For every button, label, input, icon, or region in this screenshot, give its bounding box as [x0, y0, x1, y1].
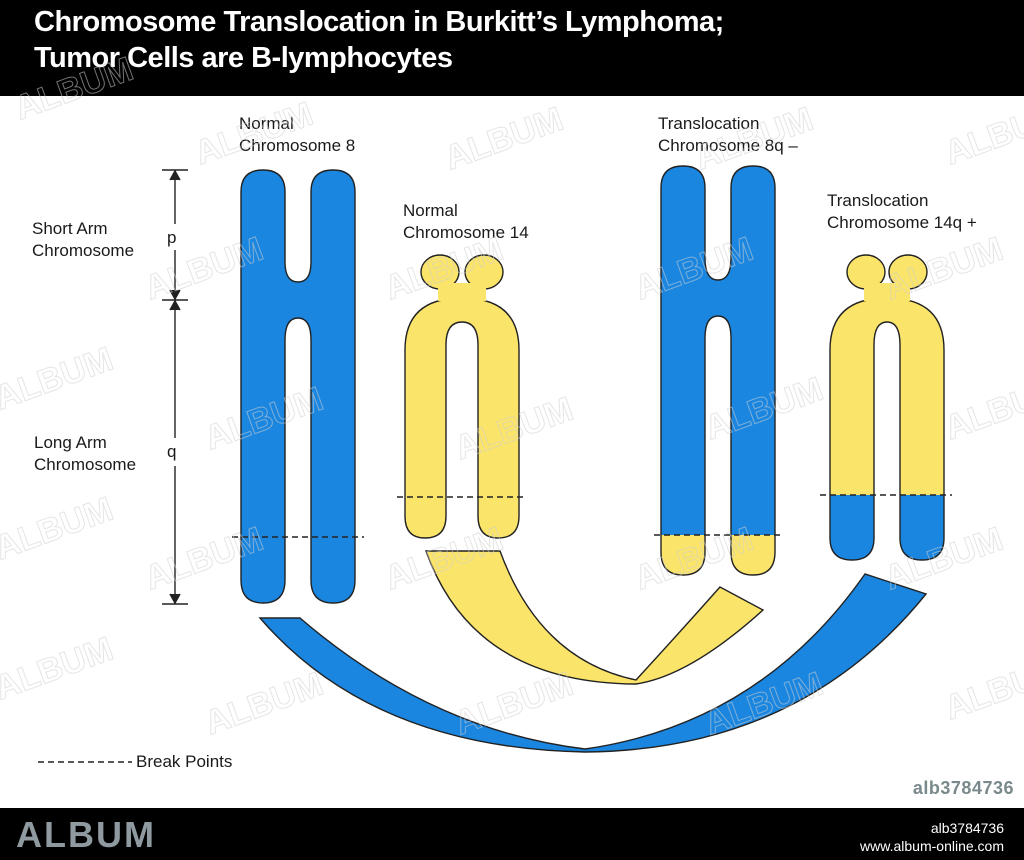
image-id-label: alb3784736: [912, 778, 1014, 798]
break-point-lines: [38, 494, 952, 763]
chromosome-14-normal: [404, 254, 520, 539]
long-arm-label-line1: Long Arm: [34, 433, 107, 452]
trans-8-label-line1: Translocation: [658, 114, 760, 133]
arrow-14q-to-8: [425, 550, 765, 685]
p-arm-label: p: [167, 228, 177, 247]
chromosome-8-normal: [240, 169, 356, 604]
arrow-8q-to-14: [258, 573, 928, 753]
short-arm-label-line2: Chromosome: [32, 241, 135, 260]
trans-8-label-line2: Chromosome 8q –: [658, 136, 798, 155]
translocation-8q-label: Translocation Chromosome 8q –: [658, 113, 798, 157]
trans-14-label-line1: Translocation: [827, 191, 929, 210]
translocation-diagram: [38, 165, 952, 763]
normal-8-label-line1: Normal: [239, 114, 294, 133]
translocation-14q-label: Translocation Chromosome 14q +: [827, 190, 977, 234]
long-arm-label: Long Arm Chromosome: [34, 432, 136, 476]
normal-14-label-line1: Normal: [403, 201, 458, 220]
trans-14-label-line2: Chromosome 14q +: [827, 213, 977, 232]
title-line-2: Tumor Cells are B-lymphocytes: [34, 42, 453, 74]
normal-8-label-line2: Chromosome 8: [239, 136, 356, 155]
footer-bar: ALBUM alb3784736 www.album-online.com: [0, 808, 1024, 860]
normal-14-label-line2: Chromosome 14: [403, 223, 529, 242]
title-line-1: Chromosome Translocation in Burkitt’s Ly…: [34, 6, 724, 38]
album-logo: ALBUM: [16, 814, 156, 855]
arm-dimension-line: [162, 169, 188, 605]
long-arm-label-line2: Chromosome: [34, 455, 137, 474]
title-bar: Chromosome Translocation in Burkitt’s Ly…: [0, 0, 1024, 96]
q-arm-label: q: [167, 442, 177, 461]
footer-image-id: alb3784736: [930, 820, 1004, 836]
short-arm-label: Short Arm Chromosome: [32, 218, 134, 262]
short-arm-label-line1: Short Arm: [32, 219, 108, 238]
chromosome-8q-minus: [660, 165, 776, 576]
normal-chromosome-14-label: Normal Chromosome 14: [403, 200, 529, 244]
chromosome-14q-plus: [829, 254, 945, 561]
footer-url: www.album-online.com: [860, 838, 1004, 854]
break-points-legend: Break Points: [136, 752, 233, 771]
normal-chromosome-8-label: Normal Chromosome 8: [239, 113, 355, 157]
